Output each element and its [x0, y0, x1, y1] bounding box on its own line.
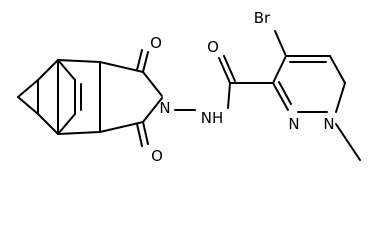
bond [57, 131, 101, 135]
bond [218, 57, 231, 84]
atom-label: N [323, 115, 334, 133]
atom-label: N [159, 99, 170, 117]
bond [142, 51, 149, 73]
bond [272, 82, 289, 111]
bond [278, 81, 292, 105]
atom-label: O [151, 147, 163, 165]
bond [142, 121, 149, 145]
bond-lines [17, 30, 361, 161]
bond [17, 96, 39, 115]
bond [57, 59, 101, 63]
atom-label: Br [254, 9, 271, 27]
molecule-structure: O O N NH O Br N N [17, 9, 361, 165]
bond [57, 113, 76, 135]
bond [136, 123, 143, 147]
bond [335, 82, 346, 113]
bond [227, 82, 231, 109]
atom-label: N [288, 115, 299, 133]
bond [99, 121, 144, 133]
bond [136, 49, 143, 71]
bond [274, 30, 287, 57]
bond [37, 113, 59, 135]
atom-labels: O O N NH O Br N N [150, 9, 335, 165]
bond [37, 59, 59, 81]
atom-label: O [150, 34, 162, 52]
bond [99, 61, 144, 73]
bond [142, 71, 163, 97]
bond [17, 79, 39, 98]
bond [142, 97, 163, 123]
bond [223, 55, 236, 82]
bond [57, 59, 76, 81]
bond [335, 123, 361, 161]
atom-label: NH [201, 109, 224, 127]
bond [272, 55, 287, 84]
bond [329, 55, 346, 84]
atom-label: O [207, 38, 219, 56]
